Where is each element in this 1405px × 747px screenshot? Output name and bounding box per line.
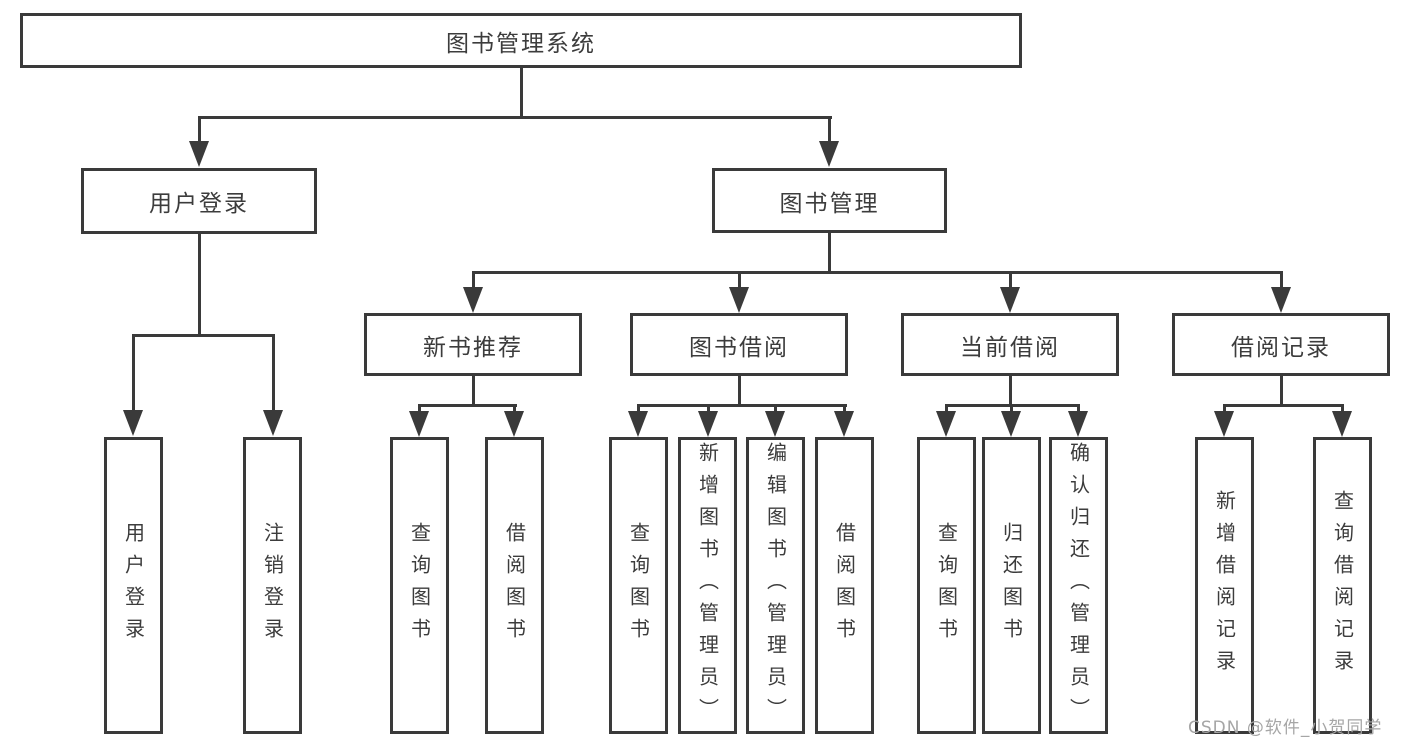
node-book-borrowing: 图书借阅 <box>630 313 848 376</box>
arrow-down-icon <box>834 411 854 437</box>
arrow-down-icon <box>819 141 839 167</box>
arrow-down-icon <box>1332 411 1352 437</box>
leaf-logout: 注销登录 <box>243 437 302 734</box>
connector-line <box>132 334 135 413</box>
leaf-query-books-current: 查询图书 <box>917 437 976 734</box>
arrow-down-icon <box>409 411 429 437</box>
connector-line <box>198 116 832 119</box>
leaf-return-book: 归还图书 <box>982 437 1041 734</box>
leaf-confirm-return-admin: 确认归还（管理员） <box>1049 437 1108 734</box>
node-borrowing-records: 借阅记录 <box>1172 313 1390 376</box>
connector-line <box>1010 404 1013 414</box>
connector-line <box>843 404 846 414</box>
node-label: 编辑图书（管理员） <box>763 441 788 730</box>
leaf-query-books-recommend: 查询图书 <box>390 437 449 734</box>
leaf-edit-book-admin: 编辑图书（管理员） <box>746 437 805 734</box>
leaf-add-book-admin: 新增图书（管理员） <box>678 437 737 734</box>
connector-line <box>945 404 948 414</box>
arrow-down-icon <box>698 411 718 437</box>
leaf-add-borrow-record: 新增借阅记录 <box>1195 437 1254 734</box>
connector-line <box>472 271 475 289</box>
arrow-down-icon <box>729 287 749 313</box>
leaf-user-login: 用户登录 <box>104 437 163 734</box>
connector-line <box>418 404 421 414</box>
connector-line <box>1009 271 1012 289</box>
connector-line <box>272 334 275 413</box>
leaf-borrow-books-recommend: 借阅图书 <box>485 437 544 734</box>
leaf-query-borrow-record: 查询借阅记录 <box>1313 437 1372 734</box>
arrow-down-icon <box>263 410 283 436</box>
node-label: 查询图书 <box>626 521 651 650</box>
connector-line <box>738 271 741 289</box>
node-label: 借阅图书 <box>502 521 527 650</box>
connector-line <box>1280 271 1283 289</box>
connector-line <box>637 404 640 414</box>
arrow-down-icon <box>628 411 648 437</box>
node-label: 归还图书 <box>999 521 1024 650</box>
connector-line <box>1223 404 1344 407</box>
connector-line <box>1223 404 1226 414</box>
connector-line <box>707 404 710 414</box>
arrow-down-icon <box>463 287 483 313</box>
arrow-down-icon <box>189 141 209 167</box>
node-label: 查询图书 <box>407 521 432 650</box>
arrow-down-icon <box>1001 411 1021 437</box>
connector-line <box>472 376 475 407</box>
node-book-management: 图书管理 <box>712 168 947 233</box>
node-label: 用户登录 <box>149 191 249 217</box>
connector-line <box>1280 376 1283 407</box>
connector-line <box>132 334 275 337</box>
connector-line <box>1009 375 1012 407</box>
leaf-query-books-borrow: 查询图书 <box>609 437 668 734</box>
connector-line <box>828 116 831 144</box>
node-label: 确认归还（管理员） <box>1066 441 1091 730</box>
node-label: 新增图书（管理员） <box>695 441 720 730</box>
node-label: 新书推荐 <box>423 334 523 361</box>
node-label: 图书管理系统 <box>446 30 596 57</box>
connector-line <box>513 404 516 414</box>
connector-line <box>738 375 741 407</box>
watermark: CSDN @软件_小贺同学 <box>1188 718 1383 738</box>
arrow-down-icon <box>504 411 524 437</box>
node-label: 查询图书 <box>934 521 959 650</box>
connector-line <box>198 234 201 337</box>
connector-line <box>418 404 517 407</box>
arrow-down-icon <box>123 410 143 436</box>
node-label: 图书借阅 <box>689 334 789 361</box>
node-new-book-recommend: 新书推荐 <box>364 313 582 376</box>
node-label: 查询借阅记录 <box>1330 489 1355 682</box>
node-label: 注销登录 <box>260 521 285 650</box>
connector-line <box>1341 404 1344 414</box>
connector-line <box>774 404 777 414</box>
connector-line <box>198 116 201 144</box>
node-library-management-system: 图书管理系统 <box>20 13 1022 68</box>
arrow-down-icon <box>1271 287 1291 313</box>
connector-line <box>828 233 831 274</box>
connector-line <box>1077 404 1080 414</box>
node-label: 新增借阅记录 <box>1212 489 1237 682</box>
node-current-borrowing: 当前借阅 <box>901 313 1119 376</box>
node-label: 当前借阅 <box>960 334 1060 361</box>
node-label: 借阅图书 <box>832 521 857 650</box>
node-label: 图书管理 <box>779 190 880 217</box>
arrow-down-icon <box>765 411 785 437</box>
arrow-down-icon <box>1068 411 1088 437</box>
node-user-login: 用户登录 <box>81 168 317 234</box>
arrow-down-icon <box>936 411 956 437</box>
leaf-borrow-books: 借阅图书 <box>815 437 874 734</box>
connector-line <box>637 404 847 407</box>
arrow-down-icon <box>1000 287 1020 313</box>
arrow-down-icon <box>1214 411 1234 437</box>
connector-line <box>472 271 1283 274</box>
node-label: 借阅记录 <box>1231 334 1331 361</box>
connector-line <box>520 68 523 118</box>
node-label: 用户登录 <box>121 521 146 650</box>
